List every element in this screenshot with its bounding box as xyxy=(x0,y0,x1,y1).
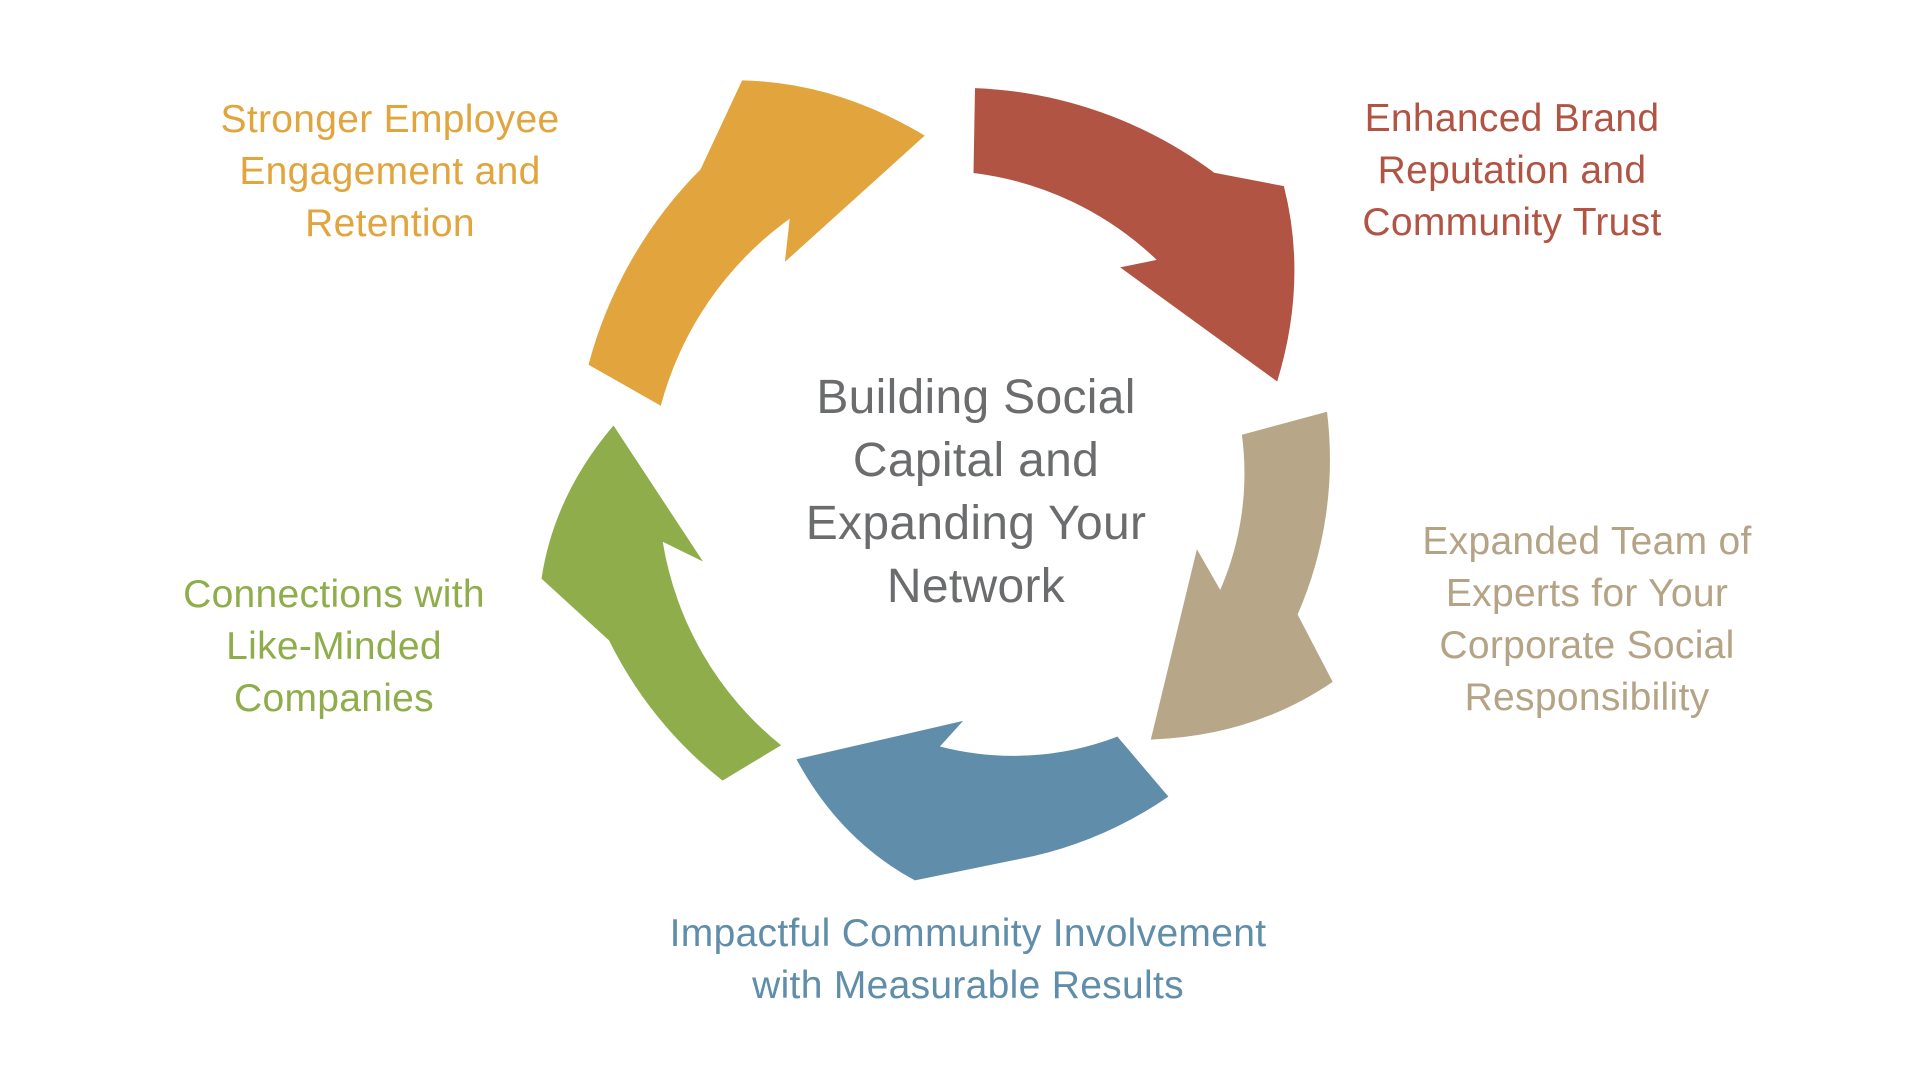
label-line: Impactful Community Involvement xyxy=(669,912,1267,955)
label-impactful-community-involvement: Impactful Community Involvement with Mea… xyxy=(670,908,1267,1012)
label-line: Retention xyxy=(305,202,475,245)
center-title-line: Capital and xyxy=(852,434,1100,487)
label-enhanced-brand-reputation: Enhanced Brand Reputation and Community … xyxy=(1362,93,1661,249)
label-line: Corporate Social xyxy=(1439,624,1735,667)
center-title-line: Expanding Your xyxy=(805,497,1147,550)
cycle-arrow-brand-reputation xyxy=(973,88,1295,382)
label-line: Companies xyxy=(234,677,434,720)
label-stronger-employee-engagement: Stronger Employee Engagement and Retenti… xyxy=(221,94,560,250)
label-line: Engagement and xyxy=(239,150,541,193)
cycle-arrow-like-minded-connections xyxy=(541,425,782,781)
label-connections-like-minded: Connections with Like-Minded Companies xyxy=(183,569,485,725)
label-line: Expanded Team of xyxy=(1422,520,1752,563)
center-title-line: Building Social xyxy=(816,371,1136,424)
label-line: Responsibility xyxy=(1464,676,1710,719)
label-line: Stronger Employee xyxy=(220,98,560,141)
center-title-line: Network xyxy=(886,560,1066,613)
cycle-arrow-expert-team xyxy=(1150,411,1333,740)
label-line: Experts for Your xyxy=(1445,572,1729,615)
label-line: Connections with xyxy=(183,573,485,616)
center-title: Building Social Capital and Expanding Yo… xyxy=(806,366,1147,618)
label-expanded-team-of-experts: Expanded Team of Experts for Your Corpor… xyxy=(1422,516,1751,724)
label-line: Like-Minded xyxy=(226,625,442,668)
cycle-arrow-employee-engagement xyxy=(588,80,925,406)
cycle-arrow-community-involvement xyxy=(796,720,1169,881)
label-line: Community Trust xyxy=(1362,201,1662,244)
label-line: Enhanced Brand xyxy=(1364,97,1660,140)
label-line: Reputation and xyxy=(1377,149,1647,192)
label-line: with Measurable Results xyxy=(752,964,1184,1007)
